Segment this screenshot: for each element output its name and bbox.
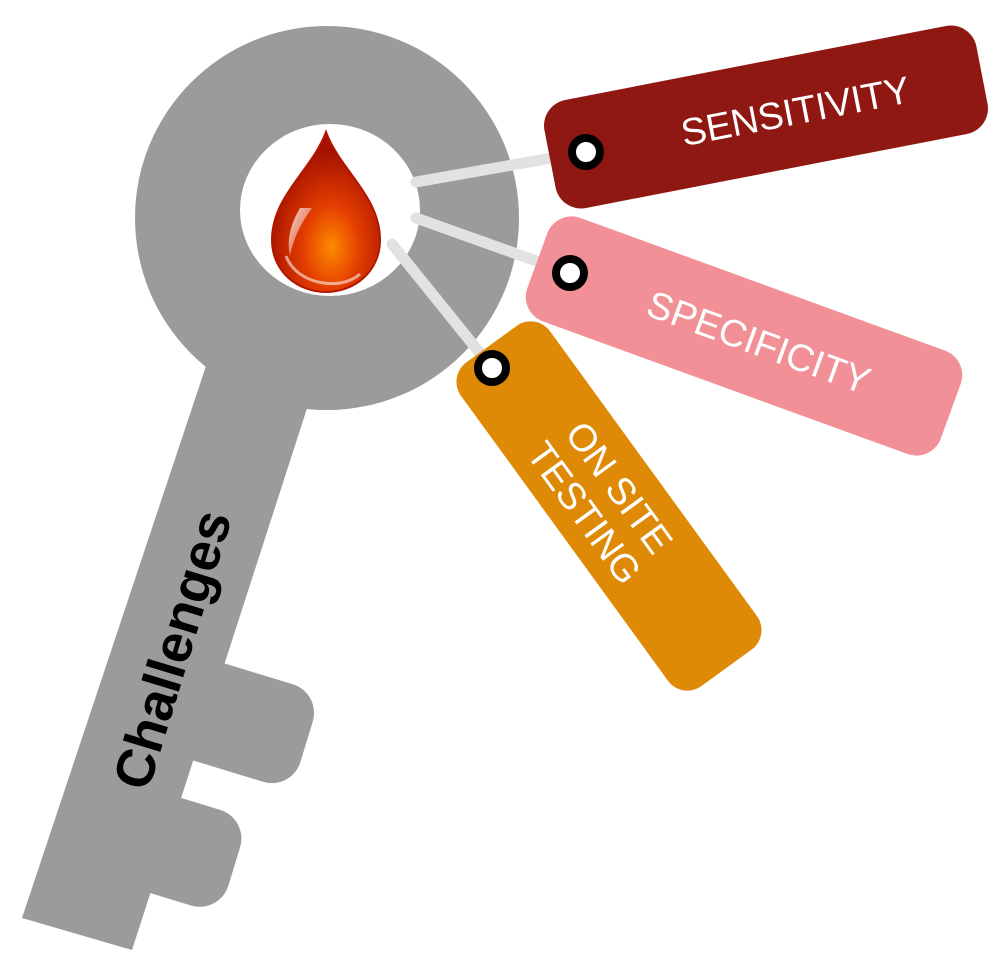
key-shape bbox=[22, 26, 519, 950]
tag-specificity-eyelet bbox=[556, 259, 584, 287]
tag-sensitivity: SENSITIVITY bbox=[540, 21, 993, 213]
tag-onsite-eyelet bbox=[478, 354, 506, 382]
tag-sensitivity-eyelet bbox=[572, 138, 600, 166]
